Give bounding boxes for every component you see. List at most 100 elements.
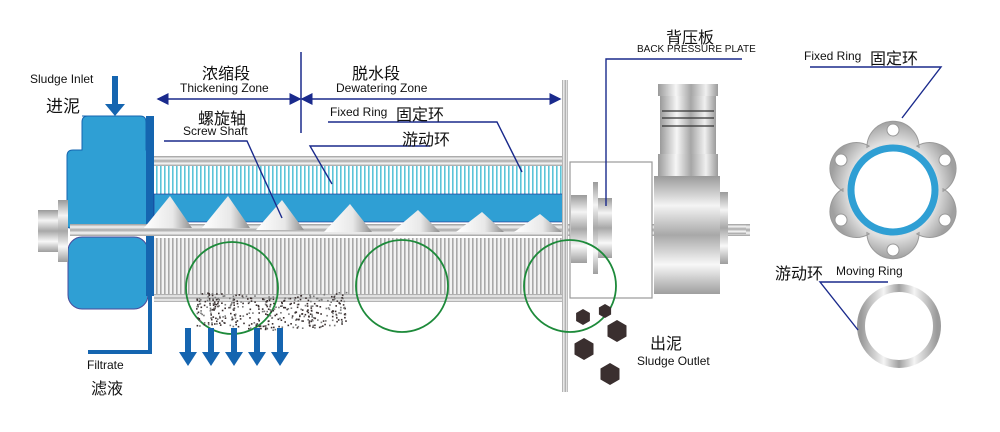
motor-end-cap bbox=[720, 192, 728, 264]
sludge-particle bbox=[268, 320, 270, 322]
sludge-particle bbox=[306, 302, 309, 305]
sludge-particle bbox=[310, 300, 312, 303]
sludge-particle bbox=[209, 302, 211, 305]
sludge-particle bbox=[242, 302, 244, 305]
sludge-particle bbox=[306, 310, 309, 313]
filtrate-label-en: Filtrate bbox=[87, 358, 124, 372]
filtrate-arrow-icon bbox=[248, 328, 266, 366]
sludge-particle bbox=[308, 320, 311, 322]
feed-tank-upper bbox=[66, 115, 149, 229]
inspection-circle bbox=[355, 239, 449, 333]
sludge-particle bbox=[214, 296, 217, 299]
sludge-particle bbox=[257, 305, 260, 308]
sludge-particle bbox=[200, 299, 202, 301]
sludge-particle bbox=[233, 302, 235, 304]
sludge-particle bbox=[340, 306, 342, 309]
sludge-particle bbox=[299, 314, 301, 317]
sludge-particle bbox=[214, 323, 216, 325]
sludge-cake-piece bbox=[600, 363, 620, 385]
sludge-particle bbox=[284, 321, 286, 323]
sludge-particle bbox=[341, 320, 343, 323]
sludge-particle bbox=[233, 304, 235, 306]
sludge-particle bbox=[261, 310, 264, 313]
sludge-particle bbox=[338, 312, 340, 314]
sludge-particle bbox=[306, 305, 309, 307]
sludge-particle bbox=[287, 308, 290, 310]
sludge-particle bbox=[259, 325, 262, 327]
sludge-particle bbox=[241, 295, 244, 297]
sludge-particle bbox=[343, 300, 346, 303]
sludge-particle bbox=[254, 301, 256, 303]
motor-shaft-end bbox=[728, 224, 746, 234]
sludge-particle bbox=[266, 314, 269, 316]
sludge-particle bbox=[214, 303, 216, 305]
sludge-particle bbox=[236, 300, 238, 302]
sludge-particle bbox=[201, 293, 204, 295]
sludge-particle bbox=[336, 300, 339, 302]
sludge-particle bbox=[211, 322, 213, 324]
sludge-particle bbox=[232, 297, 235, 300]
sludge-particle bbox=[208, 293, 210, 295]
sludge-particle bbox=[248, 312, 251, 314]
back-pressure-plate bbox=[593, 182, 598, 274]
sludge-particle bbox=[313, 295, 315, 298]
sludge-particle bbox=[341, 322, 343, 324]
filtrate-arrow-icon bbox=[202, 328, 220, 366]
sludge-particle bbox=[257, 318, 260, 320]
sludge-particle bbox=[333, 298, 335, 301]
sludge-particle bbox=[203, 314, 205, 317]
sludge-particle bbox=[196, 308, 198, 310]
sludge-particle bbox=[257, 304, 260, 307]
sludge-particle bbox=[296, 303, 299, 306]
sludge-particle bbox=[278, 306, 280, 309]
moving-ring-detail-label-en: Moving Ring bbox=[836, 264, 903, 278]
sludge-particle bbox=[209, 309, 212, 311]
sludge-particle bbox=[337, 319, 340, 321]
sludge-particle bbox=[296, 327, 299, 329]
sludge-particle bbox=[218, 299, 220, 301]
sludge-particle bbox=[287, 324, 290, 327]
sludge-particle bbox=[263, 298, 266, 301]
sludge-particle bbox=[288, 313, 290, 315]
sludge-particle bbox=[312, 319, 314, 322]
sludge-particle bbox=[309, 295, 312, 298]
sludge-particle bbox=[267, 308, 270, 310]
sludge-particle bbox=[212, 302, 215, 305]
sludge-particle bbox=[333, 324, 336, 327]
bolt-hole bbox=[938, 153, 952, 167]
sludge-particle bbox=[307, 311, 310, 314]
sludge-particle bbox=[232, 325, 235, 328]
fixed-ring-detail-label-cn: 固定环 bbox=[870, 49, 919, 68]
sludge-particle bbox=[289, 303, 291, 306]
sludge-particle bbox=[328, 308, 331, 311]
sludge-particle bbox=[310, 320, 313, 323]
filtrate-label-cn: 滤液 bbox=[91, 379, 124, 398]
left-flange bbox=[58, 200, 68, 262]
sludge-particle bbox=[229, 306, 232, 309]
sludge-inlet-arrow-icon bbox=[105, 76, 125, 116]
thickening-zone-label-en: Thickening Zone bbox=[180, 81, 269, 95]
sludge-particle bbox=[297, 296, 299, 298]
sludge-particle bbox=[207, 323, 210, 326]
sludge-particle bbox=[296, 318, 298, 321]
sludge-particle bbox=[197, 311, 200, 314]
sludge-particle bbox=[332, 299, 334, 301]
sludge-particle bbox=[312, 324, 315, 327]
sludge-particle bbox=[317, 312, 319, 314]
sludge-particle bbox=[262, 298, 264, 300]
sludge-particle bbox=[218, 312, 220, 315]
sludge-particle bbox=[236, 302, 239, 305]
sludge-particle bbox=[252, 312, 254, 314]
sludge-particle bbox=[310, 309, 313, 312]
sludge-particle bbox=[234, 313, 237, 316]
sludge-cake-piece bbox=[607, 320, 627, 342]
sludge-particle bbox=[334, 310, 337, 313]
screw-flight bbox=[456, 212, 504, 232]
sludge-particle bbox=[290, 323, 292, 325]
sludge-particle bbox=[249, 317, 251, 319]
sludge-particle bbox=[211, 323, 213, 326]
sludge-particle bbox=[255, 324, 258, 327]
sludge-particle bbox=[297, 303, 300, 306]
sludge-particle bbox=[230, 303, 232, 306]
